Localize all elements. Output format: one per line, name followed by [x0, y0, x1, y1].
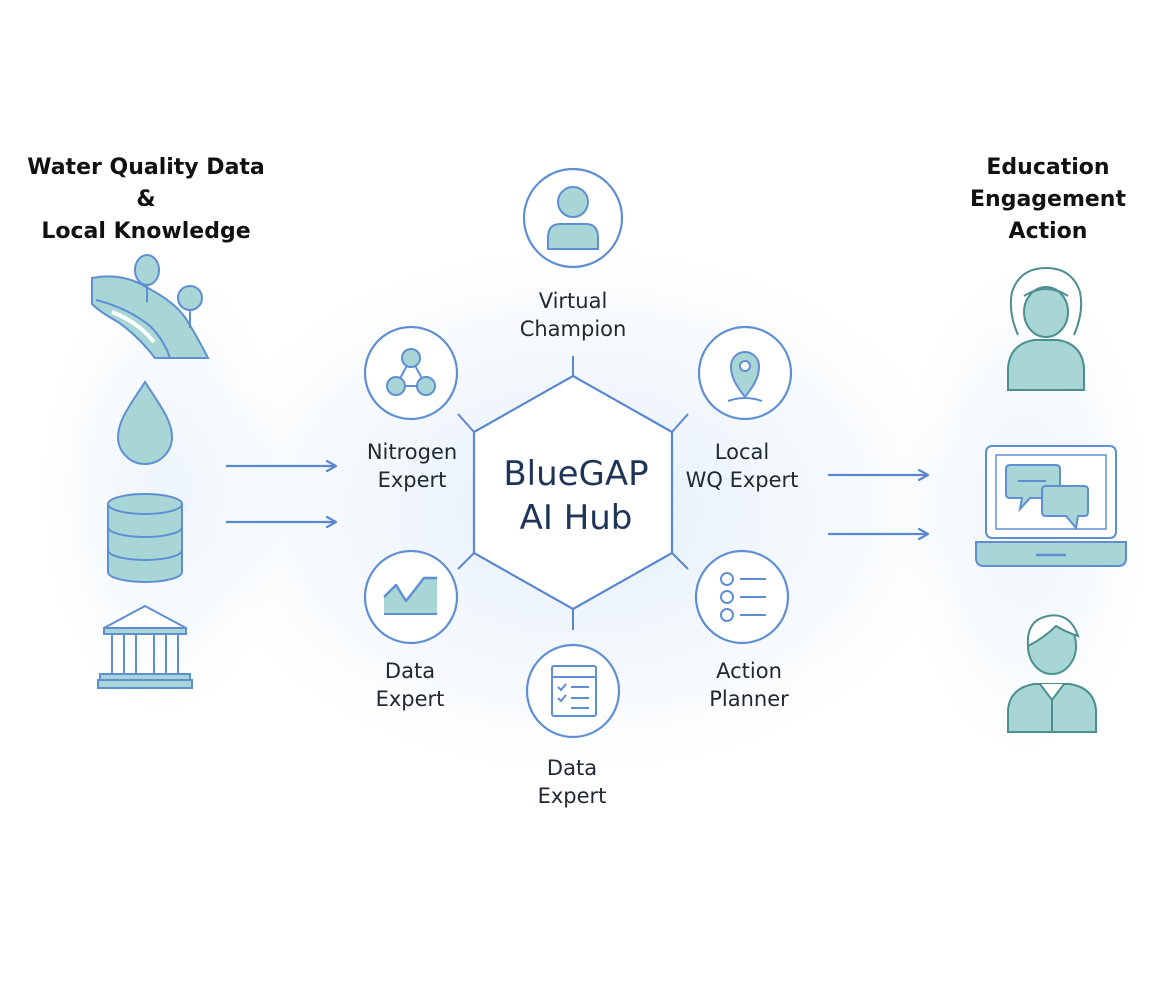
- inputs-heading-line3: Local Knowledge: [41, 219, 251, 244]
- checklist-icon: [720, 572, 766, 622]
- hub-label: BlueGAP AI Hub: [476, 452, 676, 540]
- institution-icon: [97, 604, 193, 689]
- node-virtual-champion: [522, 167, 624, 269]
- person-icon: [547, 186, 599, 250]
- label-nitrogen-expert-line1: Nitrogen: [366, 440, 458, 464]
- label-action-planner: Action Planner: [669, 657, 829, 713]
- label-data-expert-left: Data Expert: [330, 657, 490, 713]
- label-data-expert-bottom: Data Expert: [492, 754, 652, 810]
- landscape-icon: [91, 254, 210, 359]
- hub-label-line1: BlueGAP: [503, 454, 649, 494]
- label-nitrogen-expert: Nitrogen Expert: [332, 438, 492, 494]
- database-icon: [107, 493, 183, 583]
- inputs-heading-line1: Water Quality Data: [27, 155, 265, 180]
- outputs-heading-line2: Engagement: [970, 187, 1126, 212]
- label-data-expert-left-line1: Data: [384, 659, 436, 683]
- connector-bottom-right: [671, 552, 689, 570]
- hub-label-line2: AI Hub: [519, 498, 633, 538]
- node-data-expert-bottom: [525, 643, 621, 739]
- label-data-expert-bottom-line2: Expert: [537, 784, 607, 808]
- label-data-expert-bottom-line1: Data: [546, 756, 598, 780]
- connector-top-right: [671, 413, 689, 433]
- map-pin-icon: [727, 351, 763, 402]
- node-action-planner: [694, 549, 790, 645]
- hub-connectors: [457, 356, 689, 630]
- node-local-wq-expert: [697, 325, 793, 421]
- water-drop-icon: [116, 380, 174, 465]
- inputs-heading-line2: &: [136, 187, 156, 212]
- connector-bottom-left: [457, 552, 475, 570]
- woman-icon: [1007, 266, 1085, 391]
- outputs-heading-line3: Action: [1008, 219, 1088, 244]
- label-data-expert-left-line2: Expert: [375, 687, 445, 711]
- label-virtual-champion-line1: Virtual: [538, 289, 608, 313]
- label-nitrogen-expert-line2: Expert: [377, 468, 447, 492]
- label-virtual-champion: Virtual Champion: [493, 287, 653, 343]
- molecule-icon: [386, 348, 436, 396]
- label-local-wq-expert-line1: Local: [714, 440, 770, 464]
- label-action-planner-line2: Planner: [709, 687, 789, 711]
- laptop-chat-icon: [975, 445, 1127, 567]
- label-virtual-champion-line2: Champion: [519, 317, 627, 341]
- node-data-expert-left: [363, 549, 459, 645]
- label-local-wq-expert-line2: WQ Expert: [685, 468, 799, 492]
- outputs-heading: Education Engagement Action: [958, 152, 1138, 248]
- man-icon: [1007, 614, 1097, 733]
- clipboard-icon: [551, 665, 597, 717]
- node-nitrogen-expert: [363, 325, 459, 421]
- label-action-planner-line1: Action: [716, 659, 782, 683]
- label-local-wq-expert: Local WQ Expert: [662, 438, 822, 494]
- inputs-heading: Water Quality Data & Local Knowledge: [20, 152, 272, 248]
- outputs-heading-line1: Education: [986, 155, 1110, 180]
- chart-icon: [383, 576, 437, 615]
- connector-top-left: [457, 413, 475, 433]
